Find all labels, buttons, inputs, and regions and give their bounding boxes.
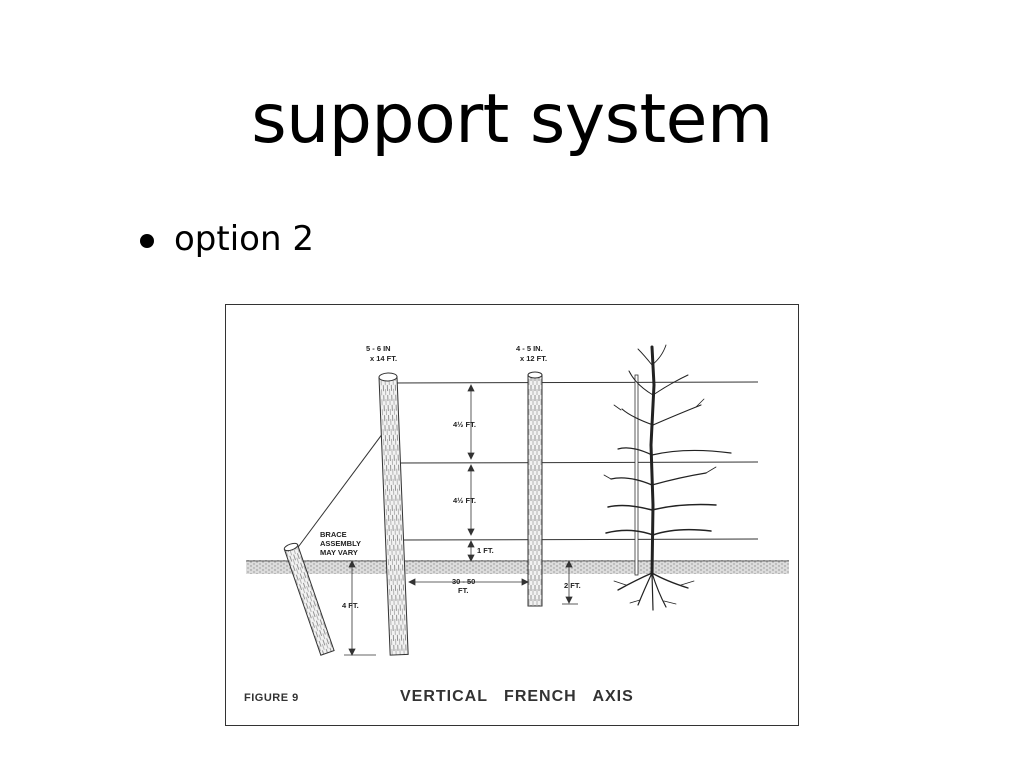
- end-post: [378, 372, 409, 656]
- brace-label-line3: MAY VARY: [320, 548, 358, 557]
- trellis-wires: [388, 381, 759, 541]
- brace-wire: [295, 428, 387, 551]
- brace-label-line1: BRACE: [320, 530, 347, 539]
- end-post-size-label: 5 - 6 IN: [366, 344, 391, 353]
- line-post-length-label: x 12 FT.: [520, 354, 547, 363]
- dimension-lines: [344, 384, 578, 656]
- line-post: [527, 371, 543, 607]
- brace-depth-label: 4 FT.: [342, 601, 359, 610]
- brace-post: [283, 542, 335, 656]
- line-post-depth-label: 2 FT.: [564, 581, 581, 590]
- tree-stake: [634, 374, 639, 576]
- bullet-point: [140, 234, 154, 248]
- brace-label-line2: ASSEMBLY: [320, 539, 361, 548]
- figure-number: FIGURE 9: [244, 692, 299, 704]
- wire-spacing-top-label: 4½ FT.: [453, 420, 476, 429]
- end-post-length-label: x 14 FT.: [370, 354, 397, 363]
- post-span-label-line2: FT.: [458, 586, 468, 595]
- wire-spacing-middle-label: 4½ FT.: [453, 496, 476, 505]
- slide-title: support system: [251, 80, 773, 159]
- line-post-size-label: 4 - 5 IN.: [516, 344, 543, 353]
- trellis-drawing: 5 - 6 IN x 14 FT. 4 - 5 IN. x 12 FT. 4½ …: [244, 344, 789, 705]
- trellis-diagram: 5 - 6 IN x 14 FT. 4 - 5 IN. x 12 FT. 4½ …: [225, 304, 799, 726]
- ground-strip: [246, 560, 789, 574]
- post-span-label-line1: 30 - 50: [452, 577, 475, 586]
- wire-spacing-bottom-label: 1 FT.: [477, 546, 494, 555]
- figure-caption: VERTICAL FRENCH AXIS: [400, 688, 634, 705]
- bullet-text: option 2: [174, 219, 314, 259]
- tree-icon: [603, 344, 732, 611]
